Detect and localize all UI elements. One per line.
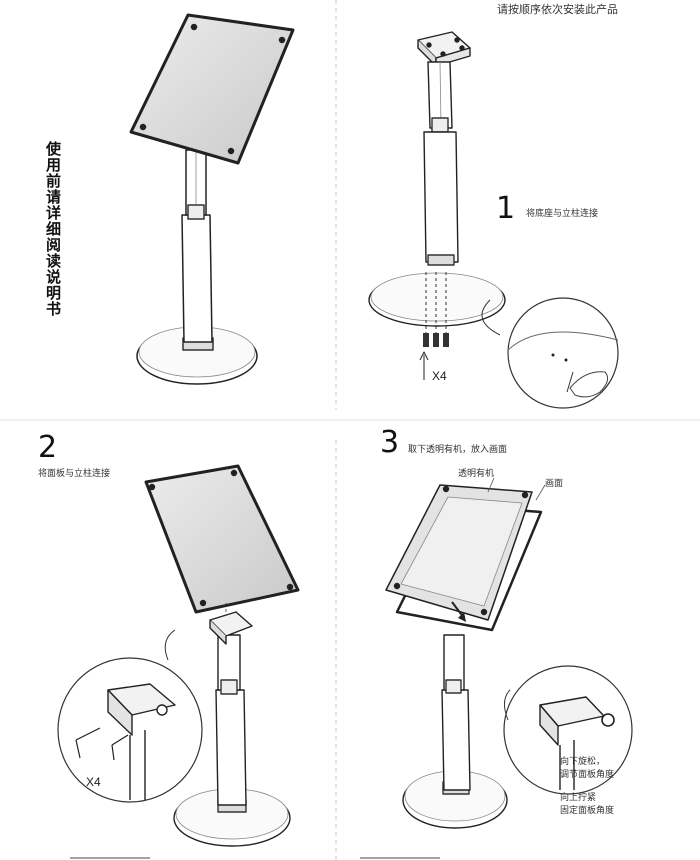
step1-bolt-count: X4 bbox=[432, 369, 447, 383]
read-manual-title: 使用前请详细阅读说明书 bbox=[44, 141, 62, 317]
upper-pole bbox=[443, 634, 465, 691]
lower-pole bbox=[181, 214, 213, 343]
loosen-label-line2: 调节面板角度 bbox=[560, 770, 615, 780]
install-order-note: 请按顺序依次安装此产品 bbox=[497, 3, 618, 16]
assembled-stand bbox=[129, 13, 295, 385]
lower-pole bbox=[215, 689, 247, 806]
step3-number: 3 bbox=[380, 425, 400, 460]
upper-pole bbox=[427, 61, 453, 129]
lower-pole bbox=[441, 689, 471, 791]
step2-illustration bbox=[57, 464, 300, 847]
step2-screw-count: X4 bbox=[86, 775, 101, 789]
step2-caption: 将面板与立柱连接 bbox=[38, 469, 111, 479]
step1-caption: 将底座与立柱连接 bbox=[526, 209, 599, 219]
loosen-label-line1: 向下旋松， bbox=[560, 757, 606, 767]
upper-pole bbox=[217, 634, 241, 691]
acrylic-label: 透明有机 bbox=[458, 469, 495, 479]
lower-pole bbox=[423, 131, 459, 263]
picture-label: 画面 bbox=[545, 479, 564, 489]
zoom-detail-base bbox=[507, 297, 619, 409]
step1-illustration bbox=[368, 31, 619, 409]
step2-number: 2 bbox=[38, 430, 58, 465]
display-panel bbox=[144, 464, 300, 614]
zoom-detail-knob bbox=[503, 665, 633, 795]
tighten-label-line1: 向上拧紧 bbox=[560, 793, 597, 803]
display-panel bbox=[129, 13, 295, 165]
tighten-label-line2: 固定面板角度 bbox=[560, 806, 615, 816]
step1-number: 1 bbox=[496, 191, 516, 226]
step3-caption: 取下透明有机，放入画面 bbox=[408, 445, 508, 455]
step3-illustration bbox=[385, 477, 633, 829]
